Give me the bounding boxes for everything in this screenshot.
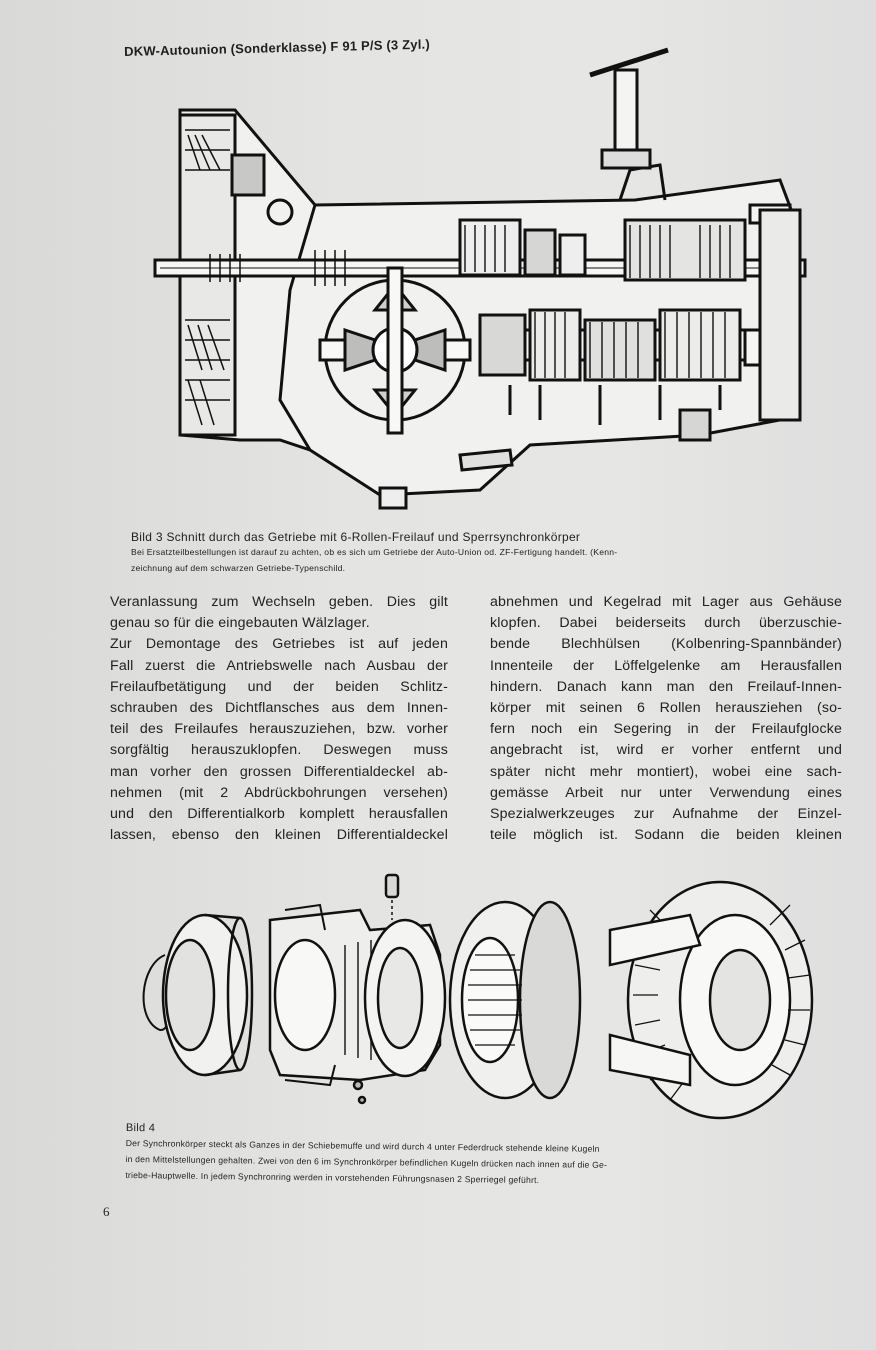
text-line: und den Differentialkorb komplett heraus…	[110, 806, 448, 823]
text-line: lassen, ebenso den kleinen Differentiald…	[110, 827, 448, 844]
text-line: Zur Demontage des Getriebes ist auf jede…	[110, 636, 448, 653]
text-line: körper mit seinen 6 Rollen herausziehen …	[490, 700, 842, 717]
text-line: schrauben des Dichtflansches aus dem Inn…	[110, 700, 448, 717]
text-line: fern noch ein Segering in der Freilaufgl…	[490, 721, 842, 738]
text-line: Spezialwerkzeuges zur Aufnahme der Einze…	[490, 806, 842, 823]
synchronizer-exploded-illustration	[142, 873, 814, 1120]
text-line: teil des Freilaufes herauszuziehen, bzw.…	[110, 721, 448, 738]
body-text-right-column: abnehmen und Kegelrad mit Lager aus Gehä…	[490, 592, 842, 846]
text-line: abnehmen und Kegelrad mit Lager aus Gehä…	[490, 594, 842, 610]
text-line: Freilaufbetätigung und der beiden Schlit…	[110, 678, 448, 695]
page-number: 6	[103, 1204, 110, 1219]
text-line: später nicht mehr montiert), wobei eine …	[490, 763, 842, 780]
text-line: hindern. Danach kann man den Freilauf-In…	[490, 678, 842, 695]
text-line: nehmen (mit 2 Abdrückbohrungen versehen)	[110, 784, 448, 801]
text-line: Veranlassung zum Wechseln geben. Dies gi…	[110, 594, 448, 610]
text-line: gemässe Arbeit nur unter Verwendung eine…	[490, 784, 842, 801]
text-line: angebracht ist, wird er vorher entfernt …	[490, 742, 842, 759]
text-line: Fall zuerst die Antriebswelle nach Ausba…	[110, 657, 448, 674]
figure-3-caption-line: Bei Ersatzteilbestellungen ist darauf zu…	[131, 547, 618, 557]
figure-3-caption-title: Bild 3 Schnitt durch das Getriebe mit 6-…	[131, 530, 581, 544]
figure-4-caption: Bild 4 Der Synchronkörper steckt als Gan…	[125, 1122, 826, 1191]
figure-3-caption-line: zeichnung auf dem schwarzen Getriebe-Typ…	[131, 563, 346, 573]
figure-3-caption: Bild 3 Schnitt durch das Getriebe mit 6-…	[131, 530, 831, 576]
text-line: man vorher den grossen Differentialdecke…	[110, 763, 448, 780]
text-line: genau so für die eingebauten Wälzlager.	[110, 615, 370, 632]
gearbox-cross-section-illustration	[153, 47, 807, 510]
text-line: teile möglich ist. Sodann die beiden kle…	[490, 827, 842, 844]
text-line: Innenteile der Löffelgelenke am Herausfa…	[490, 657, 842, 674]
text-line: bende Blechhülsen (Kolbenring-Spannbände…	[490, 636, 842, 653]
body-text-left-column: Veranlassung zum Wechseln geben. Dies gi…	[110, 592, 448, 846]
text-line: sorgfältig herauszuklopfen. Deswegen mus…	[110, 742, 448, 759]
text-line: klopfen. Dabei beiderseits durch überzus…	[490, 615, 842, 632]
